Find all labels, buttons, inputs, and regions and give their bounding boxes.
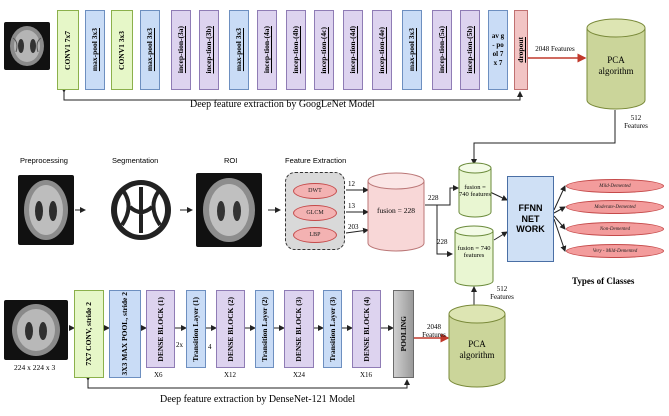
mri-segmentation (104, 177, 178, 243)
googlenet-layer-1: CONV1 7x7 (57, 10, 79, 90)
densenet-layer-9: DENSE BLOCK (4) (352, 290, 381, 368)
densenet-layer-5: DENSE BLOCK (2) (216, 290, 245, 368)
googlenet-layer-11: incep-tion-(4d) (343, 10, 363, 90)
method-glcm: GLCM (293, 205, 337, 221)
arrow-class-1 (553, 185, 566, 211)
googlenet-layer-5: incep-tion-(3a) (171, 10, 191, 90)
class-moderate-demented: Moderate-Demented (566, 200, 664, 214)
stage-preprocessing: Preprocessing (20, 156, 68, 165)
densenet-caption: Deep feature extraction by DenseNet-121 … (160, 394, 356, 405)
googlenet-layer-3: CONV1 3x3 (111, 10, 133, 90)
mult-x12: X12 (224, 371, 237, 379)
googlenet-layer-7: max-pool 3x3 (229, 10, 249, 90)
count-glcm: 13 (348, 202, 355, 210)
googlenet-layer-4: max-pool 3x3 (140, 10, 160, 90)
arrow-class-4 (553, 218, 567, 252)
googlenet-layer-14: incep-tion-(5a) (432, 10, 452, 90)
stage-roi: ROI (224, 156, 238, 165)
googlenet-layer-15: incep-tion-(5b) (460, 10, 480, 90)
densenet-layer-8: Transition Layer (3) (323, 290, 342, 368)
count-lbp: 203 (348, 223, 359, 231)
mult-4: 4 (208, 343, 212, 351)
pca-top: PCA algorithm (586, 18, 646, 110)
arrow-228-bottom (436, 205, 453, 257)
googlenet-layer-12: incep-tion-(4e) (372, 10, 392, 90)
densenet-layer-3: DENSE BLOCK (1) (146, 290, 175, 368)
method-lbp: LBP (293, 227, 337, 243)
densenet-features-out: 2048 Features (422, 323, 446, 340)
densenet-layer-10: POOLING (393, 290, 414, 378)
densenet-layer-4: Transition Layer (1) (186, 290, 206, 368)
arrow-pca-to-fusion-top (471, 110, 616, 165)
googlenet-layer-16: av g- po ol 7x 7 (488, 10, 508, 90)
googlenet-features-out: 2048 Features (535, 45, 575, 53)
fusion-228: fusion = 228 (367, 172, 425, 252)
class-non-demented: Non-Demented (566, 222, 664, 236)
densenet-layer-2: 3X3 MAX POOL, stride 2 (109, 290, 141, 378)
densenet-layer-7: DENSE BLOCK (3) (284, 290, 314, 368)
mri-input-densenet (4, 300, 68, 360)
count-dwt: 12 (348, 180, 355, 188)
densenet-layer-6: Transition Layer (2) (255, 290, 274, 368)
stage-feature-extraction: Feature Extraction (285, 156, 347, 165)
ffnn-network: FFNN NET WORK (507, 176, 554, 262)
arrow-class-3 (553, 215, 566, 230)
densenet-bracket (85, 375, 410, 389)
fusion-740-bottom: fusion = 740 features (454, 225, 494, 287)
densenet-input-size: 224 x 224 x 3 (14, 363, 56, 372)
mult-x16: X16 (360, 371, 373, 379)
method-dwt: DWT (293, 183, 337, 199)
googlenet-layer-8: incep-tion-(4a) (257, 10, 277, 90)
arrow-lbp (345, 227, 369, 234)
types-of-classes-title: Types of Classes (572, 276, 635, 286)
fusion-740-top: fusion = 740 features (458, 162, 492, 218)
mult-2x: 2x (176, 341, 183, 349)
googlenet-caption: Deep feature extraction by GoogLeNet Mod… (190, 99, 375, 110)
arrow-fusion-bottom-ffnn (493, 231, 508, 241)
label-228-bottom: 228 (437, 238, 448, 246)
stage-segmentation: Segmentation (112, 156, 159, 165)
arrow-class-2 (553, 206, 566, 214)
class-very-mild-demented: Very - Mild-Demented (566, 244, 664, 258)
googlenet-layer-10: incep-tion-(4c) (314, 10, 334, 90)
googlenet-layer-9: incep-tion-(4b) (286, 10, 306, 90)
googlenet-bracket (61, 87, 523, 101)
googlenet-layer-6: incep-tion-(3b) (199, 10, 219, 90)
mri-roi (196, 173, 262, 247)
densenet-layer-1: 7X7 CONV, stride 2 (74, 290, 104, 378)
googlenet-layer-2: max-pool 3x3 (85, 10, 105, 90)
mri-input-googlenet (4, 22, 50, 70)
mri-preprocessing (18, 175, 74, 245)
densenet-reduced: 512 Features (490, 285, 514, 302)
googlenet-layer-17: dropout (514, 10, 528, 90)
mult-x6: X6 (154, 371, 163, 379)
googlenet-layer-13: max-pool 3x3 (402, 10, 422, 90)
pca-bottom: PCA algorithm (448, 304, 506, 388)
label-228-top: 228 (428, 194, 439, 202)
class-mild-demented: Mild-Demented (566, 179, 664, 193)
arrow-fusion-top-ffnn (489, 191, 508, 201)
mult-x24: X24 (293, 371, 306, 379)
googlenet-reduced: 512 Features (624, 114, 648, 131)
